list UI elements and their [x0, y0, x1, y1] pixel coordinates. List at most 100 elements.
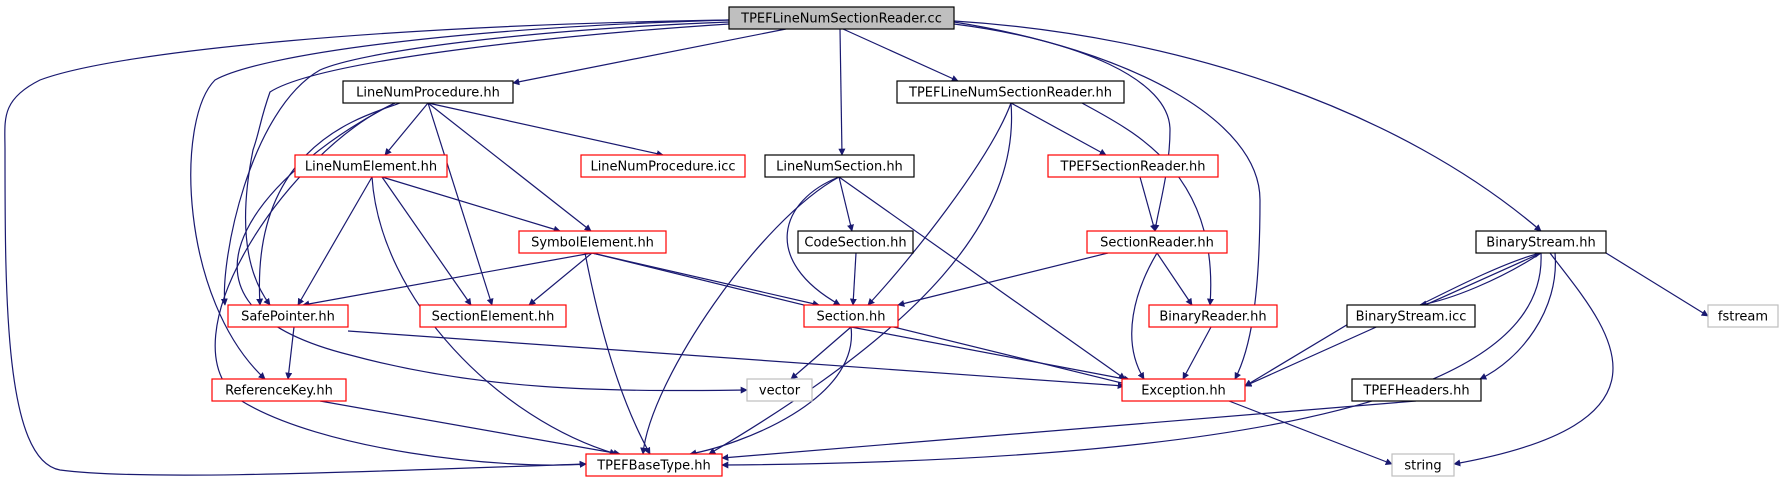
dependency-edge	[1139, 176, 1157, 232]
node-label: CodeSection.hh	[804, 236, 906, 251]
node-label: LineNumProcedure.hh	[356, 86, 500, 101]
node-box	[1047, 154, 1219, 178]
node-box	[1086, 230, 1228, 254]
dependency-edge	[953, 23, 1171, 232]
dependency-edge	[1081, 102, 1214, 306]
node-label: SectionElement.hh	[432, 310, 555, 325]
node-box	[797, 230, 914, 254]
dependency-edge	[427, 102, 664, 158]
node-box	[1346, 304, 1476, 328]
node-box	[227, 304, 349, 328]
file-node-exc-hh[interactable]: Exception.hh	[1121, 378, 1246, 402]
node-label: LineNumElement.hh	[305, 160, 437, 175]
dependency-edge	[708, 102, 1013, 455]
node-box	[580, 154, 746, 178]
dependency-edge	[842, 28, 959, 82]
node-label: BinaryStream.hh	[1486, 236, 1595, 251]
node-box	[342, 80, 514, 104]
node-label: BinaryReader.hh	[1159, 310, 1266, 325]
node-label: LineNumProcedure.icc	[590, 160, 735, 175]
dependency-edge	[838, 176, 1126, 380]
dependency-edge	[1605, 252, 1709, 317]
file-node-tbt-hh[interactable]: TPEFBaseType.hh	[585, 453, 723, 477]
node-box	[1707, 304, 1779, 328]
dependency-edge	[4, 19, 730, 476]
node-box	[1148, 304, 1278, 328]
file-node-se-hh[interactable]: SymbolElement.hh	[518, 230, 667, 254]
node-label: LineNumSection.hh	[776, 160, 903, 175]
dependency-edge	[1228, 400, 1393, 465]
dependency-edge	[1156, 252, 1193, 306]
dependency-edge	[190, 19, 730, 380]
dependency-edge	[838, 176, 854, 232]
node-box	[211, 378, 347, 402]
file-node-lns-hh[interactable]: LineNumSection.hh	[764, 154, 915, 178]
node-label: fstream	[1718, 310, 1768, 325]
file-node-lnp-icc[interactable]: LineNumProcedure.icc	[580, 154, 746, 178]
node-label: TPEFBaseType.hh	[596, 459, 711, 474]
dependency-edge	[302, 252, 593, 308]
file-node-bs-icc[interactable]: BinaryStream.icc	[1346, 304, 1476, 328]
dependency-edge	[953, 20, 1542, 232]
dependency-edge	[1453, 252, 1614, 467]
node-label: ReferenceKey.hh	[225, 384, 333, 399]
file-node-sec-hh[interactable]: Section.hh	[803, 304, 899, 328]
node-box	[1121, 378, 1246, 402]
dependency-edge	[867, 102, 1012, 306]
file-node-lnp-hh[interactable]: LineNumProcedure.hh	[342, 80, 514, 104]
file-node-tlnsr-hh[interactable]: TPEFLineNumSectionReader.hh	[896, 80, 1125, 104]
file-node-vector: vector	[746, 378, 813, 402]
dependency-edge	[1010, 102, 1107, 156]
file-node-rk-hh[interactable]: ReferenceKey.hh	[211, 378, 347, 402]
node-label: TPEFLineNumSectionReader.cc	[740, 12, 942, 27]
node-box	[728, 6, 955, 30]
node-box	[518, 230, 667, 254]
dependency-edge	[319, 400, 621, 457]
file-node-sel-hh[interactable]: SectionElement.hh	[419, 304, 567, 328]
file-node-sp-hh[interactable]: SafePointer.hh	[227, 304, 349, 328]
node-label: TPEFHeaders.hh	[1362, 384, 1469, 399]
dependency-edge	[220, 21, 730, 306]
file-node-th-hh[interactable]: TPEFHeaders.hh	[1351, 378, 1482, 402]
node-label: TPEFSectionReader.hh	[1060, 160, 1206, 175]
dependency-edge	[1479, 252, 1556, 380]
dependency-edge	[953, 21, 1261, 380]
dependency-edge	[297, 176, 373, 306]
node-box	[294, 154, 448, 178]
node-label: BinaryStream.icc	[1356, 310, 1467, 325]
file-node-sr-hh[interactable]: SectionReader.hh	[1086, 230, 1228, 254]
node-box	[746, 378, 813, 402]
dependency-edge	[1131, 252, 1158, 380]
node-label: TPEFLineNumSectionReader.hh	[908, 86, 1112, 101]
dependency-edge	[381, 176, 472, 306]
dependency-edge	[786, 176, 841, 306]
node-box	[1391, 453, 1455, 477]
dependency-edge	[1182, 326, 1212, 380]
node-label: Exception.hh	[1141, 384, 1226, 399]
file-node-br-hh[interactable]: BinaryReader.hh	[1148, 304, 1278, 328]
node-label: SafePointer.hh	[241, 310, 335, 325]
file-node-cs-hh[interactable]: CodeSection.hh	[797, 230, 914, 254]
dependency-edge	[721, 252, 1542, 469]
node-label: Section.hh	[817, 310, 886, 325]
dependency-edge	[245, 23, 730, 306]
dependency-edge	[512, 28, 787, 86]
node-box	[419, 304, 567, 328]
file-node-bs-hh[interactable]: BinaryStream.hh	[1475, 230, 1607, 254]
node-label: SymbolElement.hh	[531, 236, 654, 251]
node-box	[1351, 378, 1482, 402]
node-box	[803, 304, 899, 328]
dependency-edge	[640, 176, 840, 455]
dependency-edge	[850, 326, 1131, 383]
dependency-edge	[528, 252, 593, 306]
file-nodes: TPEFLineNumSectionReader.ccLineNumProced…	[211, 6, 1779, 477]
node-box	[764, 154, 915, 178]
dependency-edge	[236, 102, 748, 394]
file-node-lne-hh[interactable]: LineNumElement.hh	[294, 154, 448, 178]
dependency-edge	[427, 102, 494, 306]
node-label: vector	[759, 384, 801, 399]
file-node-tsr-hh[interactable]: TPEFSectionReader.hh	[1047, 154, 1219, 178]
dependency-edge	[790, 326, 852, 380]
node-label: SectionReader.hh	[1100, 236, 1214, 251]
